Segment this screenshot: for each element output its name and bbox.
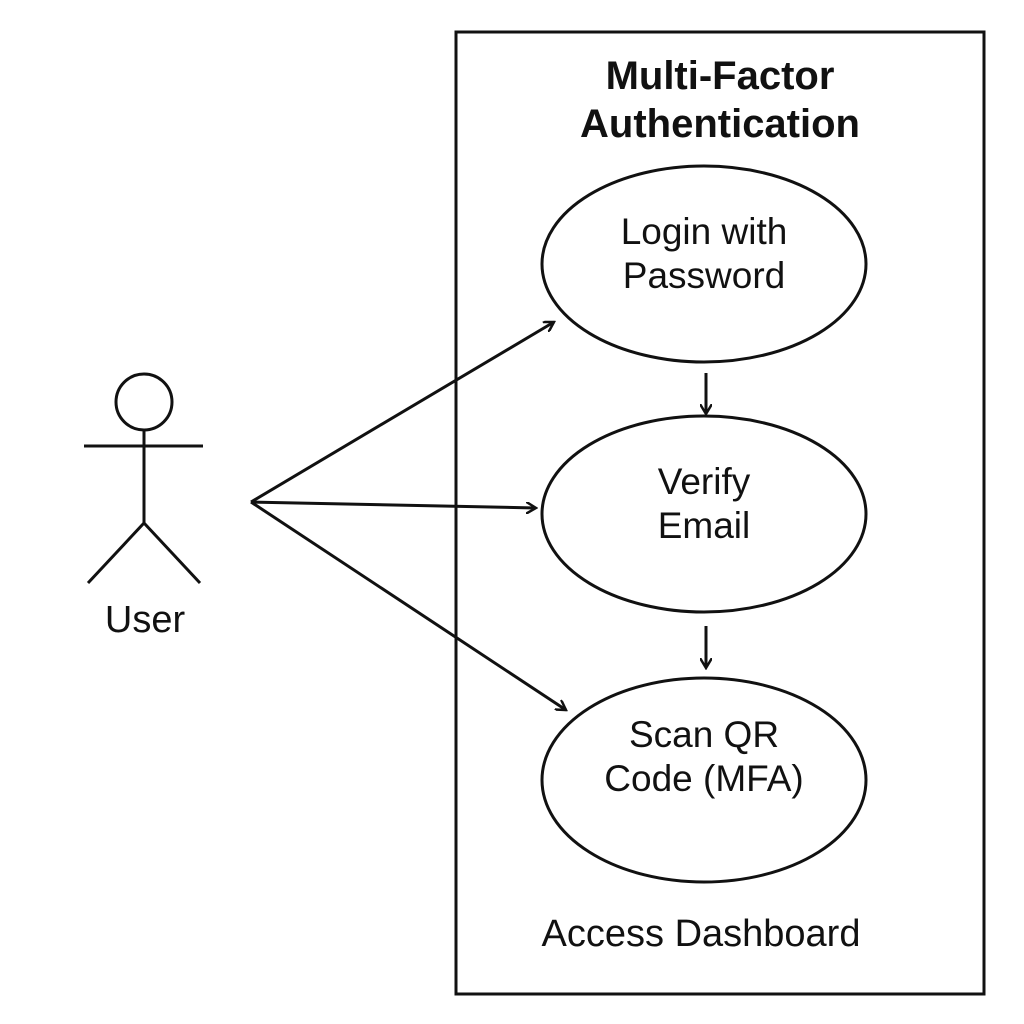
system-title-line-2: Authentication xyxy=(580,102,860,146)
use-case-verify-label[interactable]: Verify Email xyxy=(540,460,868,549)
use-case-login-line-1: Login with xyxy=(620,211,788,252)
use-case-verify-ellipse[interactable] xyxy=(540,414,868,614)
system-boundary xyxy=(454,30,986,996)
use-case-scan-line-1: Scan QR xyxy=(628,714,780,755)
association-arrow-to-login xyxy=(250,322,554,504)
use-case-verify-line-1: Verify xyxy=(657,461,751,502)
use-case-scan-label[interactable]: Scan QR Code (MFA) xyxy=(540,713,868,802)
final-step-label: Access Dashboard xyxy=(541,913,861,955)
association-arrow-to-verify xyxy=(250,500,536,508)
system-title: Multi-Factor Authentication xyxy=(456,52,984,148)
use-case-scan-line-2: Code (MFA) xyxy=(604,758,804,800)
use-case-verify-line-2: Email xyxy=(657,505,751,547)
actor-label: User xyxy=(104,599,186,641)
use-case-login-ellipse[interactable] xyxy=(540,164,868,364)
use-case-login-label[interactable]: Login with Password xyxy=(540,210,868,299)
system-title-line-1: Multi-Factor xyxy=(605,54,835,98)
association-arrow-to-scan xyxy=(250,500,566,710)
use-case-scan-ellipse[interactable] xyxy=(540,676,868,884)
stick-figure-actor-icon xyxy=(84,372,203,585)
use-case-login-line-2: Password xyxy=(622,255,786,297)
